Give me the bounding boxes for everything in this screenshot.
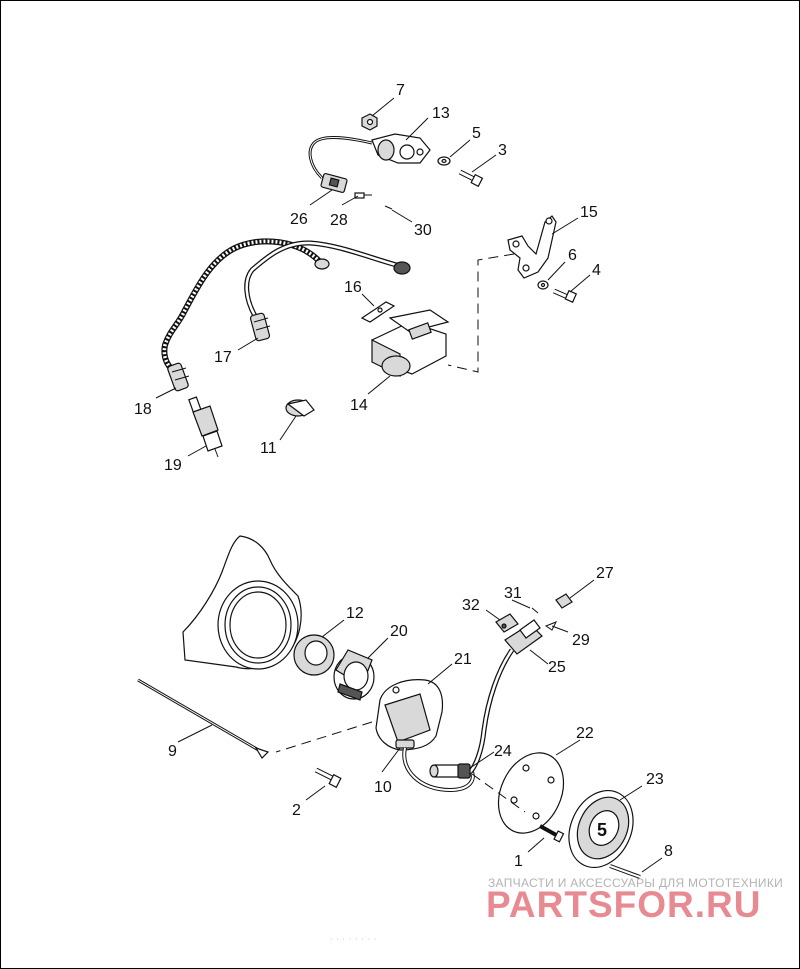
part-10-grommet	[395, 739, 415, 749]
part-19-spark-plug	[188, 396, 223, 458]
callout-31: 31	[504, 585, 522, 602]
part-24-sensor-pickup	[429, 763, 471, 779]
callout-2: 2	[292, 802, 301, 819]
part-6-washer	[537, 280, 549, 290]
part-20-sleeve	[333, 649, 375, 701]
part-5-washer	[437, 156, 451, 166]
callout-30: 30	[414, 222, 432, 239]
callout-15: 15	[580, 204, 598, 221]
part-17-boot	[249, 312, 271, 342]
callout-25: 25	[548, 659, 566, 676]
callout-20: 20	[390, 623, 408, 640]
callout-3: 3	[498, 142, 507, 159]
svg-text:5: 5	[597, 820, 607, 840]
watermark-brand-logo: PARTSFOR.RU	[486, 884, 762, 925]
part-29-clip	[544, 621, 558, 631]
part-26-connector	[320, 172, 348, 194]
callout-8: 8	[664, 843, 673, 860]
part-22-rotor-plate	[497, 752, 565, 834]
part-12-ring	[293, 634, 335, 676]
callout-18: 18	[134, 401, 152, 418]
footer-text: · · · · · · · ·	[330, 936, 378, 943]
callout-14: 14	[350, 397, 368, 414]
part-3-screw	[458, 169, 484, 188]
callout-5: 5	[472, 125, 481, 142]
callout-11: 11	[260, 440, 277, 457]
spark-plug-lead-short	[244, 240, 401, 318]
callout-23: 23	[646, 771, 664, 788]
callout-4: 4	[592, 262, 601, 279]
part-15-bracket	[507, 215, 557, 279]
callout-29: 29	[572, 632, 590, 649]
part-8-bolt	[609, 864, 641, 879]
part-21-ignition-module	[375, 679, 444, 751]
callout-21: 21	[454, 651, 472, 668]
callout-10: 10	[374, 779, 392, 796]
callout-6: 6	[568, 247, 577, 264]
part-14-ignition-coil	[371, 309, 450, 377]
part-16-plate	[360, 301, 396, 323]
part-9-cable-tie	[137, 678, 270, 759]
callout-27: 27	[596, 565, 614, 582]
part-1-screw	[539, 824, 565, 843]
lead-boot-1	[314, 258, 411, 275]
assembly-line-module-screw	[275, 721, 373, 753]
callout-24: 24	[494, 743, 512, 760]
callout-19: 19	[164, 457, 182, 474]
part-2-screw	[314, 767, 342, 789]
part-7-nut	[361, 113, 378, 131]
part-27-terminal	[555, 593, 573, 609]
callout-7: 7	[396, 82, 405, 99]
callout-22: 22	[576, 725, 594, 742]
callout-28: 28	[330, 212, 348, 229]
part-28-terminal	[354, 192, 372, 199]
callout-1: 1	[514, 853, 523, 870]
outer-cover	[182, 535, 302, 670]
part-4-screw	[552, 288, 578, 303]
part-13-sensor	[371, 133, 431, 164]
leader-lines	[155, 97, 663, 873]
part-32-terminal	[495, 613, 519, 633]
part-30-pin	[384, 205, 393, 210]
part-25-connector	[504, 619, 543, 655]
part-31-pin	[531, 607, 539, 614]
part-11-clip	[285, 399, 315, 417]
callout-32: 32	[462, 597, 480, 614]
callout-12: 12	[346, 605, 364, 622]
part-23-timing-rotor: 5	[568, 789, 634, 869]
watermark-tagline: ЗАПЧАСТИ И АКСЕССУАРЫ ДЛЯ МОТОТЕХНИКИ	[488, 876, 784, 890]
callout-16: 16	[344, 279, 362, 296]
callout-17: 17	[214, 349, 232, 366]
callout-9: 9	[168, 743, 177, 760]
callout-13: 13	[432, 105, 450, 122]
assembly-line-rotor	[471, 773, 526, 813]
callout-26: 26	[290, 211, 308, 228]
assembly-line-bracket-coil	[447, 253, 515, 373]
sensor-wire-harness	[308, 135, 373, 180]
part-18-boot	[167, 362, 190, 392]
